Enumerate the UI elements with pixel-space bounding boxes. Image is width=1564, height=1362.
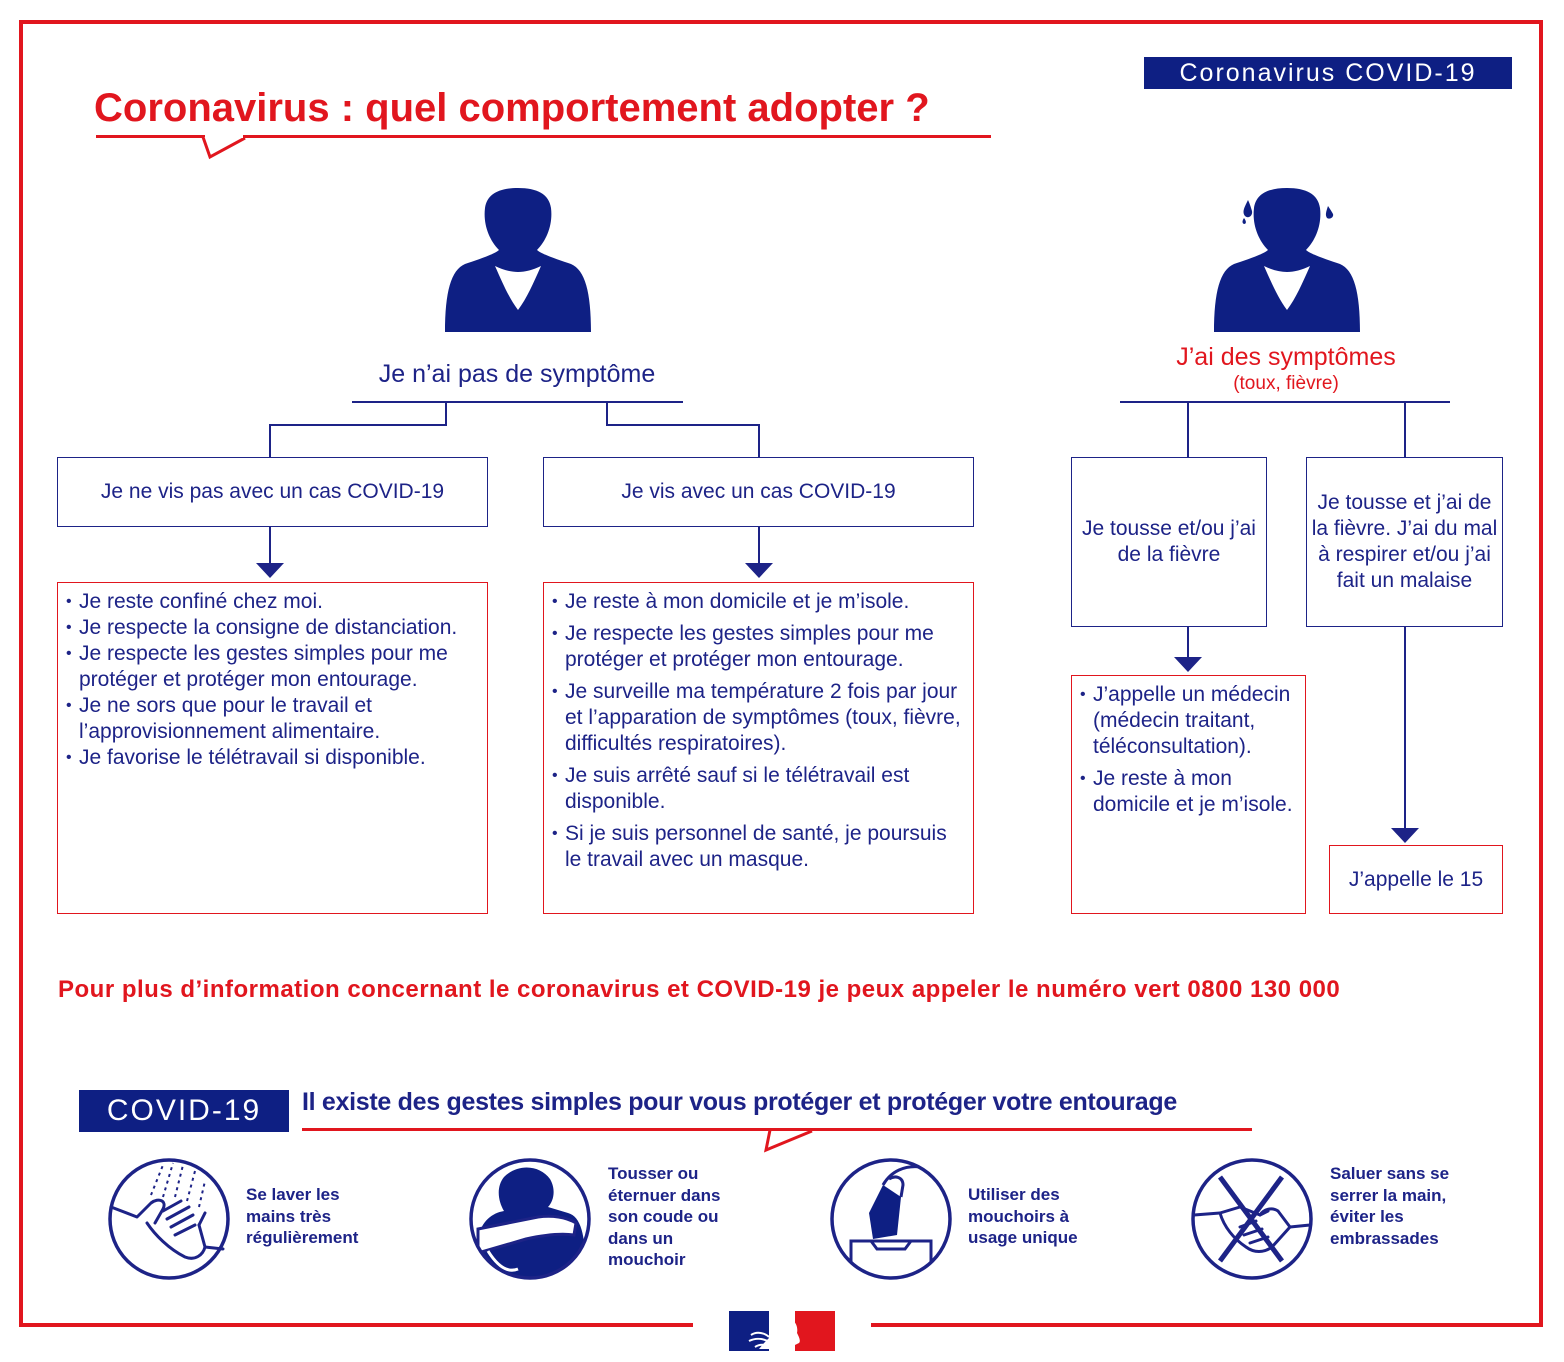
call-15-box: J’appelle le 15 bbox=[1329, 845, 1503, 914]
tips-underline bbox=[302, 1128, 1252, 1131]
action-item: Je suis arrêté sauf si le télétravail es… bbox=[552, 763, 965, 815]
action-item: Je ne sors que pour le travail et l’appr… bbox=[66, 693, 479, 745]
no-symptom-title: Je n’ai pas de symptôme bbox=[378, 360, 656, 388]
action-item: Je reste confiné chez moi. bbox=[66, 589, 479, 615]
tip-text: Saluer sans se serrer la main, éviter le… bbox=[1330, 1164, 1450, 1248]
branch-with-case-box: Je vis avec un cas COVID-19 bbox=[543, 457, 974, 527]
person-healthy-icon bbox=[445, 188, 591, 332]
tips-title: Il existe des gestes simples pour vous p… bbox=[302, 1088, 1177, 1116]
action-item: J’appelle un médecin (médecin traitant, … bbox=[1080, 682, 1297, 760]
page-frame bbox=[19, 20, 1543, 1327]
no-handshake-icon bbox=[1191, 1158, 1313, 1280]
action-item: Je reste à mon domicile et je m’isole. bbox=[1080, 766, 1297, 818]
symptom-title: J’ai des symptômes bbox=[1176, 343, 1396, 371]
branch-breathing-box: Je tousse et j’ai de la fièvre. J’ai du … bbox=[1306, 457, 1503, 627]
bottom-rule-left bbox=[19, 1323, 693, 1327]
tip-text: Utiliser des mouchoirs à usage unique bbox=[968, 1185, 1078, 1247]
action-item: Je respecte la consigne de distanciation… bbox=[66, 615, 479, 641]
hand-washing-icon bbox=[108, 1158, 230, 1280]
action-item: Je favorise le télétravail si disponible… bbox=[66, 745, 479, 771]
symptom-subtitle: (toux, fièvre) bbox=[1233, 373, 1339, 394]
tips-badge: COVID-19 bbox=[79, 1090, 289, 1132]
page-title: Coronavirus : quel comportement adopter … bbox=[94, 86, 930, 130]
tip-text: Tousser ou éternuer dans son coude ou da… bbox=[608, 1164, 721, 1269]
bottom-rule-right bbox=[871, 1323, 1543, 1327]
cough-elbow-icon bbox=[469, 1158, 591, 1280]
tissue-box-icon bbox=[830, 1158, 952, 1280]
marianne-logo-icon bbox=[729, 1311, 835, 1351]
person-sick-icon bbox=[1214, 188, 1360, 332]
actions-no-case-box: Je reste confiné chez moi. Je respecte l… bbox=[57, 582, 488, 914]
actions-with-case-box: Je reste à mon domicile et je m’isole. J… bbox=[543, 582, 974, 914]
action-item: Si je suis personnel de santé, je poursu… bbox=[552, 821, 965, 873]
action-item: Je respecte les gestes simples pour me p… bbox=[66, 641, 479, 693]
action-item: Je surveille ma température 2 fois par j… bbox=[552, 679, 965, 757]
actions-call-doctor-box: J’appelle un médecin (médecin traitant, … bbox=[1071, 675, 1306, 914]
action-item: Je reste à mon domicile et je m’isole. bbox=[552, 589, 965, 615]
header-badge: Coronavirus COVID-19 bbox=[1144, 57, 1512, 89]
tip-text: Se laver les mains très régulièrement bbox=[246, 1185, 359, 1247]
hotline-info: Pour plus d’information concernant le co… bbox=[58, 976, 1341, 1003]
branch-cough-fever-box: Je tousse et/ou j’ai de la fièvre bbox=[1071, 457, 1267, 627]
action-item: Je respecte les gestes simples pour me p… bbox=[552, 621, 965, 673]
title-underline bbox=[96, 135, 991, 138]
branch-no-case-box: Je ne vis pas avec un cas COVID-19 bbox=[57, 457, 488, 527]
